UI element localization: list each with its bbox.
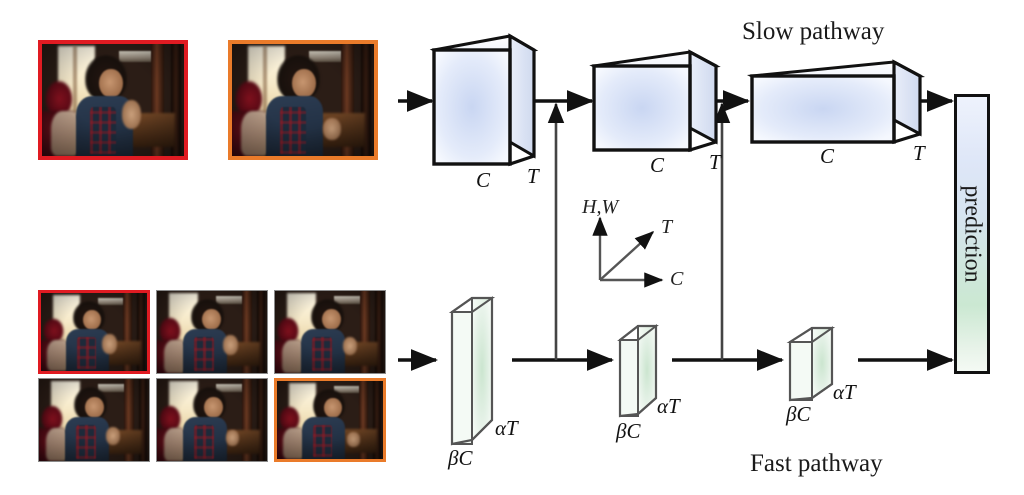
fast-stage-3-time-label: αT bbox=[833, 380, 856, 404]
fast-input-frame-1 bbox=[38, 290, 150, 374]
slow-stage-3-time-label: T bbox=[913, 141, 925, 165]
fast-input-frame-6 bbox=[274, 378, 386, 462]
fast-stage-3-channel-label: βC bbox=[786, 402, 811, 426]
fast-stage-1-box bbox=[448, 296, 496, 446]
axes-legend-glyph bbox=[592, 216, 664, 288]
slow-stage-1-box bbox=[429, 33, 539, 167]
slow-stage-2-time-label: T bbox=[709, 150, 721, 174]
fast-stage-2-channel-label: βC bbox=[616, 419, 641, 443]
fast-stage-1-time-label: αT bbox=[495, 416, 518, 440]
prediction-bar: prediction bbox=[954, 94, 990, 374]
slow-stage-3-channel-label: C bbox=[820, 144, 835, 168]
fast-input-frame-3 bbox=[274, 290, 386, 374]
fast-pathway-title: Fast pathway bbox=[750, 450, 883, 477]
axis-label-hw: H,W bbox=[582, 196, 619, 218]
fast-stage-2-box bbox=[617, 323, 659, 418]
fast-input-frame-4 bbox=[38, 378, 150, 462]
slow-stage-3-box bbox=[746, 59, 926, 145]
slow-pathway-title: Slow pathway bbox=[742, 18, 885, 45]
prediction-label: prediction bbox=[959, 185, 986, 283]
slow-stage-2-box bbox=[589, 49, 721, 153]
slow-stage-2-channel-label: C bbox=[650, 153, 665, 177]
slow-stage-1-time-label: T bbox=[527, 164, 539, 188]
slow-stage-1-channel-label: C bbox=[476, 168, 491, 192]
video-scene bbox=[232, 44, 374, 156]
fast-input-frame-5 bbox=[156, 378, 268, 462]
slow-input-frame-1 bbox=[38, 40, 188, 160]
fast-stage-1-channel-label: βC bbox=[448, 446, 473, 470]
fast-stage-3-box bbox=[786, 326, 836, 402]
axis-label-c: C bbox=[670, 268, 684, 290]
fast-input-frame-2 bbox=[156, 290, 268, 374]
fast-stage-2-time-label: αT bbox=[657, 394, 680, 418]
axis-label-t: T bbox=[661, 216, 673, 238]
video-scene bbox=[42, 44, 184, 156]
slow-input-frame-2 bbox=[228, 40, 378, 160]
